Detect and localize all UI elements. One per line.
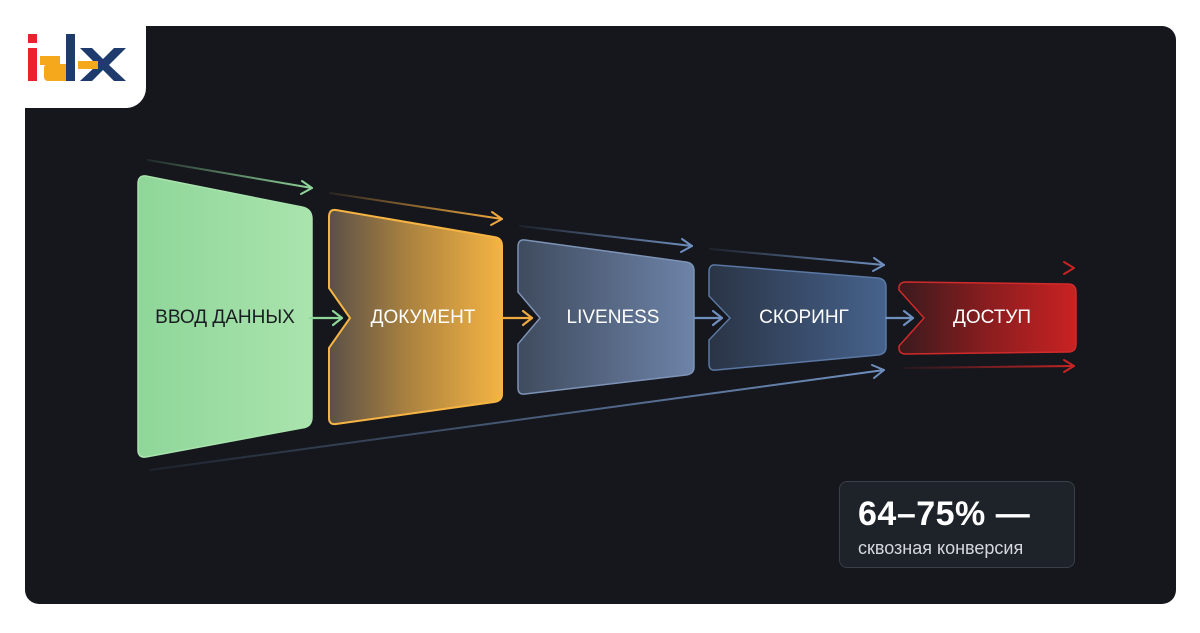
connector-arrows xyxy=(308,309,915,327)
stage-label-liveness: LIVENESS xyxy=(567,307,660,328)
logo-d-bar xyxy=(40,56,60,65)
stage-shape-scoring xyxy=(708,264,887,371)
flow-arrow-red-top xyxy=(904,261,1075,275)
flow-arrow-bottom-long xyxy=(149,364,885,471)
flow-arrow-green xyxy=(147,159,313,195)
stage-label-access: ДОСТУП xyxy=(953,307,1031,328)
conversion-value: 64–75% — xyxy=(858,495,1031,533)
logo-i-dot xyxy=(28,34,37,43)
flow-arrow-red-bottom xyxy=(904,359,1075,373)
connector-arrow-2 xyxy=(501,309,534,327)
stage-shape-liveness xyxy=(517,239,695,395)
stage-labels: ВВОД ДАННЫХ ДОКУМЕНТ LIVENESS СКОРИНГ ДО… xyxy=(155,307,1031,328)
connector-arrow-4 xyxy=(884,309,915,327)
stage-label-scoring: СКОРИНГ xyxy=(759,307,849,328)
logo-x xyxy=(80,48,126,81)
logo-area xyxy=(0,0,146,108)
logo-x-accent xyxy=(78,61,98,69)
stage-shape-access xyxy=(898,281,1077,355)
stage-label-input: ВВОД ДАННЫХ xyxy=(155,307,295,328)
logo-d-bowl xyxy=(44,64,72,81)
bottom-flow-arrows xyxy=(149,359,1075,471)
flow-arrow-blue-1 xyxy=(519,225,693,253)
conversion-kpi-box: 64–75% — сквозная конверсия xyxy=(839,481,1075,568)
connector-arrow-3 xyxy=(692,309,724,327)
top-flow-arrows xyxy=(147,159,1075,275)
stage-shapes xyxy=(137,175,1077,458)
stage-shape-input xyxy=(137,175,313,458)
flow-arrow-blue-2 xyxy=(709,248,885,272)
connector-arrow-1 xyxy=(308,309,344,327)
flow-arrow-orange xyxy=(329,192,503,226)
idx-logo xyxy=(28,34,126,81)
stage-label-document: ДОКУМЕНТ xyxy=(371,307,476,328)
logo-i-stem xyxy=(28,48,37,81)
conversion-caption: сквозная конверсия xyxy=(858,538,1024,558)
stage-shape-document xyxy=(328,208,503,426)
logo-d-stem xyxy=(66,34,75,81)
